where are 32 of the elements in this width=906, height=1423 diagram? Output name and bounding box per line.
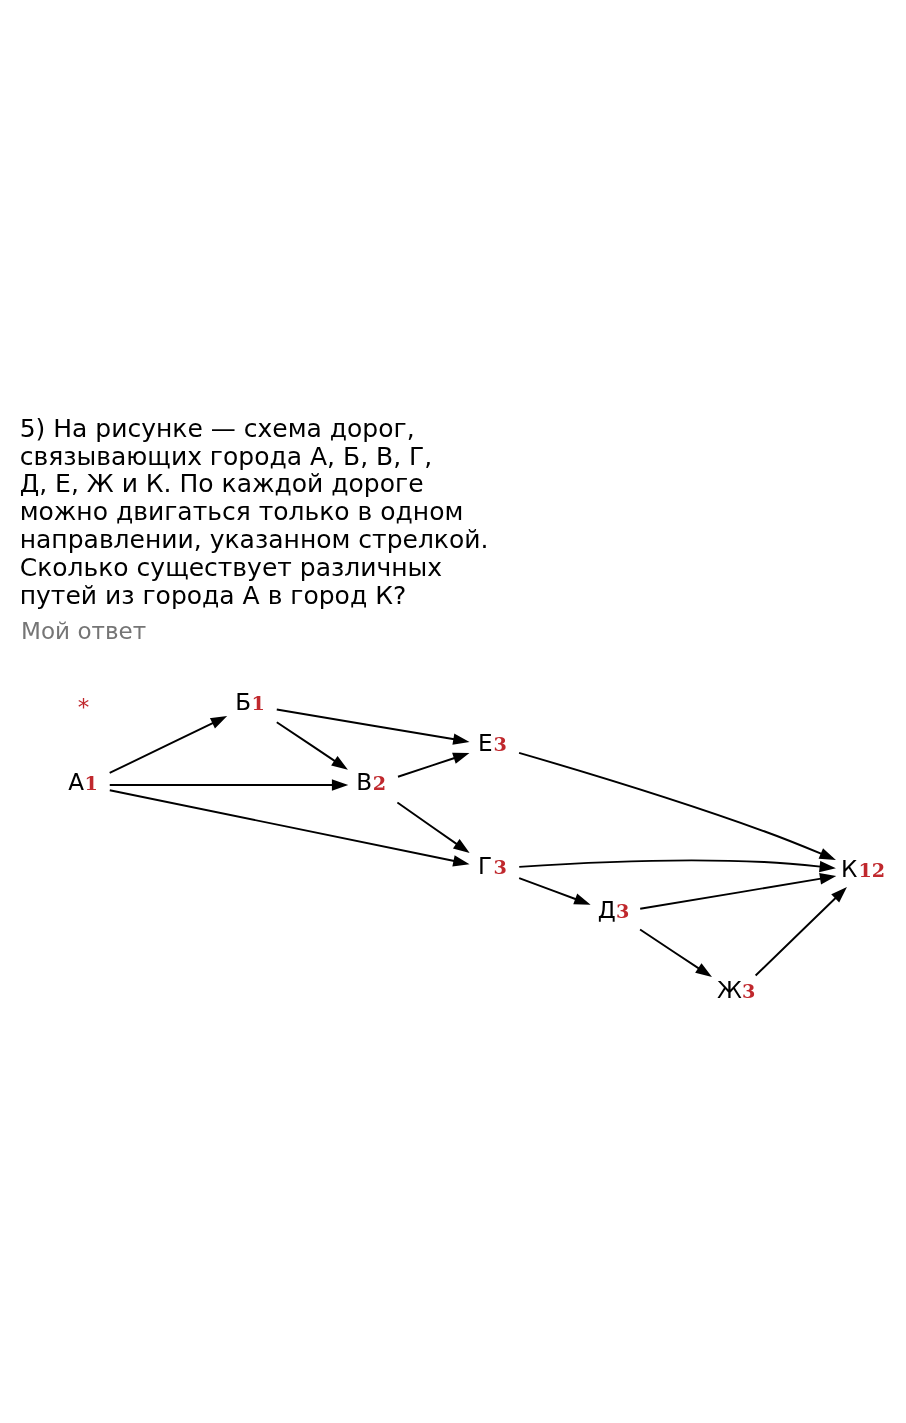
node-text: А (68, 769, 85, 796)
node-label: 3 (742, 979, 756, 1003)
arrow (396, 801, 470, 854)
node-label: 2 (372, 772, 387, 796)
node-label: 3 (493, 732, 507, 756)
arrow (275, 721, 348, 770)
node-text: Д (597, 897, 616, 924)
node-label: 3 (616, 900, 630, 924)
node-text: Г (478, 852, 493, 879)
node-text: В (356, 769, 373, 796)
arrow (275, 708, 470, 745)
node-label: 3 (493, 855, 507, 879)
arrow (108, 716, 228, 774)
label: Мой ответ (21, 618, 147, 645)
arrow (108, 779, 349, 791)
node-label: 12 (858, 858, 886, 882)
arrow (518, 859, 836, 873)
node-label: 1 (251, 692, 265, 716)
node-text: Ж (717, 976, 742, 1003)
arrow (639, 928, 712, 978)
arrow (754, 886, 847, 977)
label: * (77, 694, 90, 721)
arrow (108, 789, 470, 867)
arrow (397, 752, 470, 778)
arrow (518, 877, 591, 905)
node-text: Б (235, 689, 251, 716)
arrow (639, 873, 837, 910)
diagram-title: 5) На рисунке — схема дорог, связывающих города А, Б, В, Г, Д, Е, Ж и К. По каждой дороге можно двигаться только в одном направлении, указанном стрелкой. Сколько существует различных путей из города А в город К? (19, 413, 489, 611)
node-text: К (841, 855, 858, 882)
node-text: Е (478, 729, 493, 756)
node-label: 1 (84, 772, 98, 796)
arrow (518, 751, 836, 860)
